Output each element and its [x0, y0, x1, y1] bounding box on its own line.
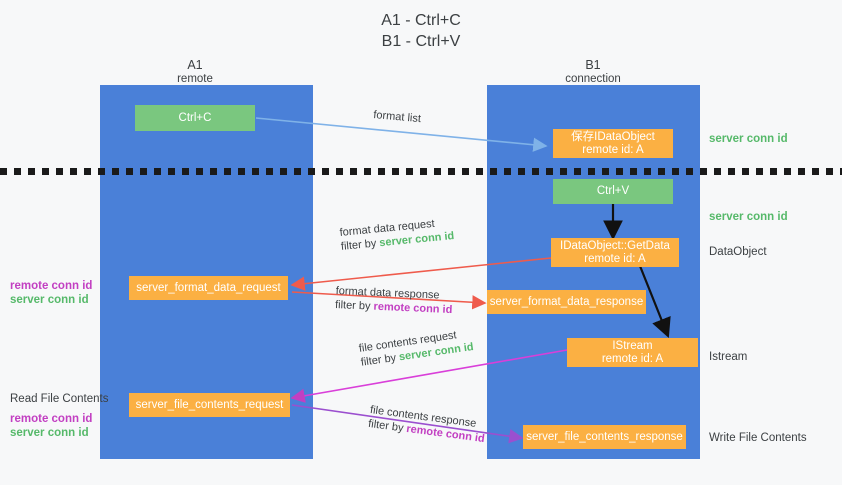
- right-label-server-conn-id-mid: server conn id: [709, 211, 788, 223]
- node-ctrl-c[interactable]: Ctrl+C: [135, 105, 255, 131]
- filter-by-prefix: filter by: [340, 237, 380, 253]
- diagram-title: A1 - Ctrl+C B1 - Ctrl+V: [381, 12, 461, 50]
- filter-by-prefix: filter by: [367, 417, 408, 435]
- left-label-server-conn-id-2: server conn id: [10, 427, 89, 439]
- node-getdata[interactable]: IDataObject::GetData remote id: A: [551, 238, 679, 267]
- edge-label-format-list-line1: format list: [372, 108, 422, 126]
- left-label-remote-conn-id-2: remote conn id: [10, 413, 93, 425]
- right-label-istream: Istream: [709, 351, 748, 363]
- edge-label-file-contents-response: file contents response filter by remote …: [367, 403, 487, 446]
- node-ctrl-v[interactable]: Ctrl+V: [553, 179, 673, 204]
- edge-label-file-contents-request: file contents request filter by server c…: [358, 326, 475, 370]
- node-format-data-request[interactable]: server_format_data_request: [129, 276, 288, 300]
- node-save-dataobject[interactable]: 保存IDataObject remote id: A: [553, 129, 673, 158]
- column-header-b1-sub: connection: [565, 73, 621, 85]
- edge-label-format-data-request: format data request filter by server con…: [339, 215, 455, 254]
- node-format-data-response[interactable]: server_format_data_response: [487, 290, 646, 314]
- right-label-write-file-contents: Write File Contents: [709, 432, 807, 444]
- phase-divider: [0, 168, 842, 175]
- left-label-remote-conn-id-1: remote conn id: [10, 280, 93, 292]
- column-header-b1-name: B1: [585, 58, 601, 72]
- right-label-server-conn-id-top: server conn id: [709, 133, 788, 145]
- filter-by-prefix: filter by: [360, 351, 400, 369]
- left-label-read-file-contents: Read File Contents: [10, 393, 109, 405]
- edge-label-format-list: format list: [373, 108, 422, 126]
- filter-by-prefix: filter by: [334, 298, 374, 313]
- column-header-a1-name: A1: [187, 58, 203, 72]
- right-label-dataobject: DataObject: [709, 246, 767, 258]
- edge-label-format-data-response: format data response filter by remote co…: [335, 284, 453, 317]
- column-header-a1-sub: remote: [177, 73, 213, 85]
- node-file-contents-response[interactable]: server_file_contents_response: [523, 425, 686, 449]
- column-header-b1: B1 connection: [528, 58, 658, 86]
- remote-conn-id-token: remote conn id: [373, 300, 453, 317]
- node-file-contents-request[interactable]: server_file_contents_request: [129, 393, 290, 417]
- left-label-server-conn-id-1: server conn id: [10, 294, 89, 306]
- node-istream[interactable]: IStream remote id: A: [567, 338, 698, 367]
- column-header-a1: A1 remote: [130, 58, 260, 86]
